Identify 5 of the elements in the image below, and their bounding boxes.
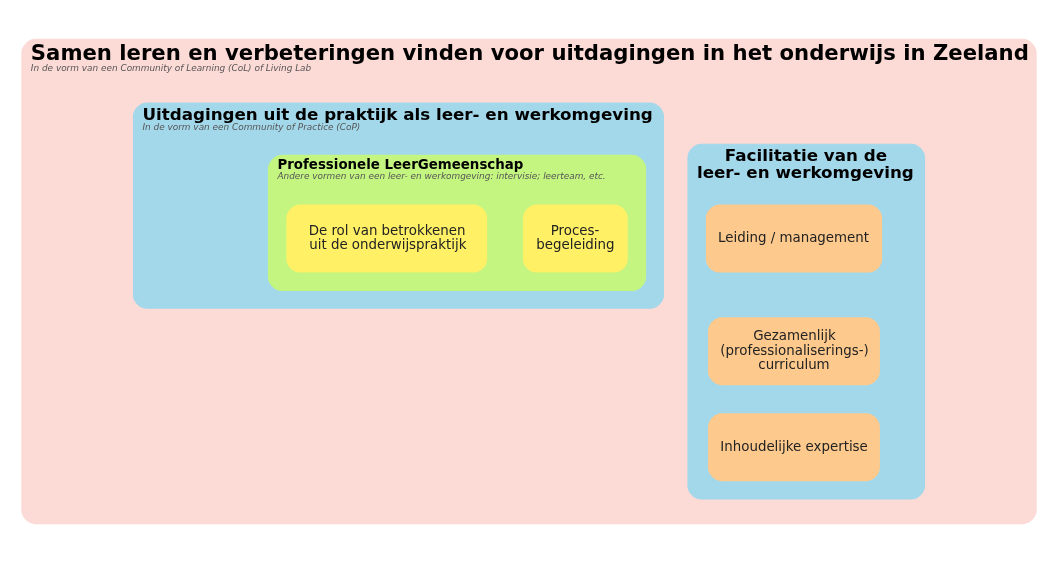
node-box: De rol van betrokkenen uit de onderwijspraktijk (286, 204, 488, 273)
node-box: Proces- begeleiding (522, 204, 628, 273)
node-box: Gezamenlijk (professionaliserings-) curriculum (708, 316, 880, 385)
node-box: Inhoudelijke expertise (708, 412, 880, 481)
node-box: Leiding / management (705, 204, 883, 273)
